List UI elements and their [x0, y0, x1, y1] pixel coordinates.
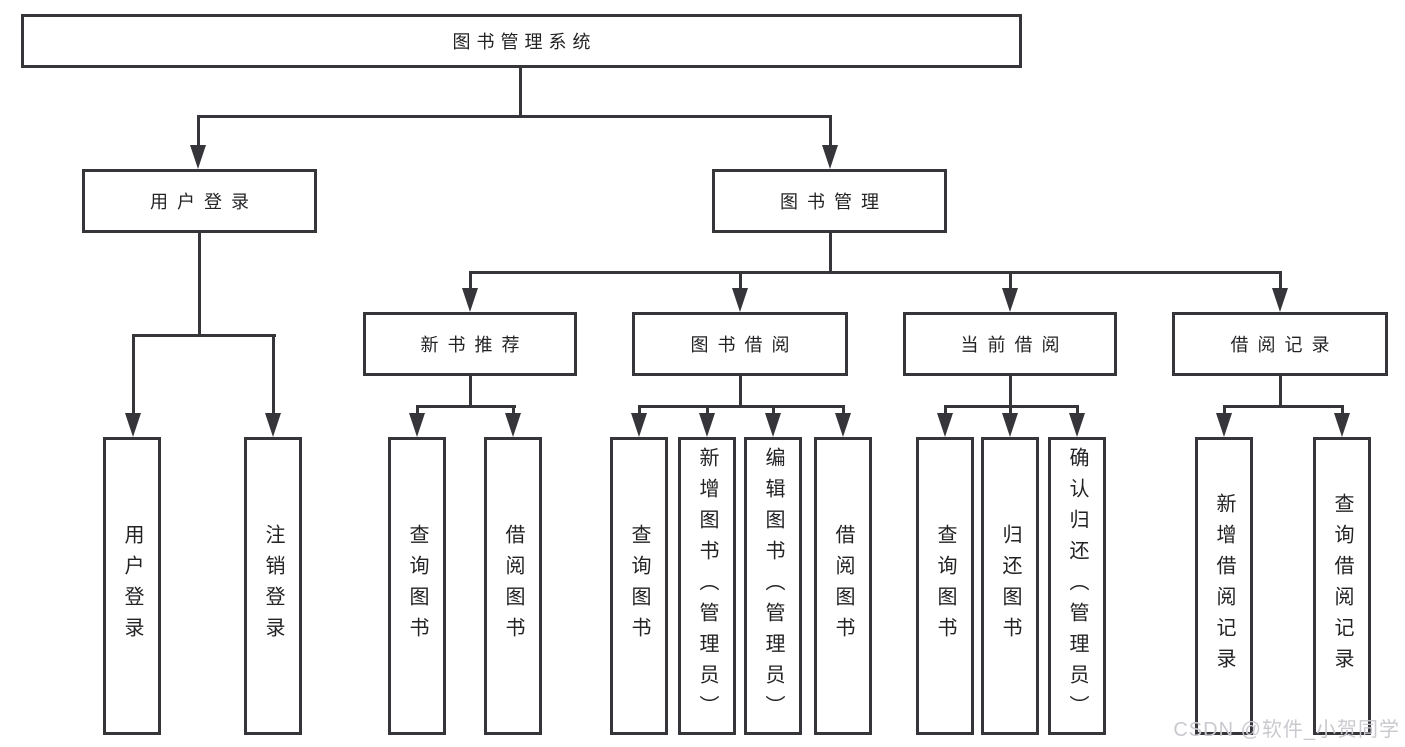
connector-hline: [469, 271, 1282, 274]
leaf-confirm-return-admin: 确认归还（管理员）: [1048, 437, 1106, 735]
connector-vline: [829, 231, 832, 274]
connector-vline: [512, 405, 515, 415]
leaf-logout: 注销登录: [244, 437, 302, 735]
arrowhead-down-icon: [1002, 413, 1018, 437]
arrowhead-down-icon: [125, 413, 141, 437]
leaf-user-login: 用户登录: [103, 437, 161, 735]
connector-vline: [1279, 374, 1282, 408]
connector-vline: [638, 405, 641, 415]
leaf-label: 新增图书（管理员）: [696, 446, 718, 726]
node-borrowing-records: 借阅记录: [1172, 312, 1388, 376]
connector-vline: [706, 405, 709, 415]
leaf-add-borrow-record: 新增借阅记录: [1195, 437, 1253, 735]
node-user-login: 用户登录: [82, 169, 317, 233]
node-book-management: 图书管理: [712, 169, 947, 233]
leaf-borrow-books-2: 借阅图书: [814, 437, 872, 735]
leaf-borrow-books-1: 借阅图书: [484, 437, 542, 735]
leaf-label: 查询借阅记录: [1331, 493, 1353, 679]
arrowhead-down-icon: [1002, 288, 1018, 312]
csdn-watermark: CSDN @软件_小贺同学: [1173, 719, 1400, 741]
connector-vline: [519, 66, 522, 118]
connector-vline: [829, 115, 832, 148]
leaf-label: 确认归还（管理员）: [1066, 446, 1088, 726]
leaf-edit-books-admin: 编辑图书（管理员）: [744, 437, 802, 735]
connector-vline: [1341, 405, 1344, 415]
arrowhead-down-icon: [265, 413, 281, 437]
connector-vline: [1223, 405, 1226, 415]
node-book-borrowing: 图书借阅: [632, 312, 848, 376]
connector-vline: [1009, 405, 1012, 415]
arrowhead-down-icon: [835, 413, 851, 437]
connector-vline: [1279, 271, 1282, 291]
leaf-label: 查询图书: [934, 524, 956, 648]
arrowhead-down-icon: [1334, 413, 1350, 437]
connector-vline: [469, 271, 472, 291]
leaf-label: 查询图书: [406, 524, 428, 648]
arrowhead-down-icon: [699, 413, 715, 437]
connector-hline: [132, 334, 276, 337]
node-new-book-recommend: 新书推荐: [363, 312, 577, 376]
connector-vline: [132, 334, 135, 416]
connector-vline: [739, 374, 742, 408]
leaf-label: 借阅图书: [832, 524, 854, 648]
connector-vline: [197, 115, 200, 148]
leaf-label: 归还图书: [999, 524, 1021, 648]
arrowhead-down-icon: [631, 413, 647, 437]
leaf-query-books-1: 查询图书: [388, 437, 446, 735]
connector-vline: [739, 271, 742, 291]
arrowhead-down-icon: [1272, 288, 1288, 312]
arrowhead-down-icon: [409, 413, 425, 437]
connector-vline: [198, 231, 201, 337]
leaf-query-borrow-record: 查询借阅记录: [1313, 437, 1371, 735]
node-root-library-management-system: 图书管理系统: [21, 14, 1022, 68]
connector-vline: [272, 334, 275, 416]
connector-vline: [944, 405, 947, 415]
arrowhead-down-icon: [937, 413, 953, 437]
connector-vline: [1009, 271, 1012, 291]
arrowhead-down-icon: [732, 288, 748, 312]
connector-vline: [842, 405, 845, 415]
leaf-label: 注销登录: [262, 524, 284, 648]
connector-vline: [772, 405, 775, 415]
arrowhead-down-icon: [190, 145, 206, 169]
connector-vline: [1076, 405, 1079, 415]
leaf-query-books-2: 查询图书: [610, 437, 668, 735]
connector-hline: [197, 115, 832, 118]
leaf-label: 借阅图书: [502, 524, 524, 648]
arrowhead-down-icon: [462, 288, 478, 312]
arrowhead-down-icon: [505, 413, 521, 437]
connector-vline: [469, 374, 472, 408]
connector-vline: [416, 405, 419, 415]
leaf-label: 新增借阅记录: [1213, 493, 1235, 679]
arrowhead-down-icon: [765, 413, 781, 437]
connector-hline: [1223, 405, 1344, 408]
arrowhead-down-icon: [822, 145, 838, 169]
node-current-borrowing: 当前借阅: [903, 312, 1117, 376]
connector-hline: [638, 405, 845, 408]
leaf-label: 编辑图书（管理员）: [762, 446, 784, 726]
leaf-label: 查询图书: [628, 524, 650, 648]
leaf-return-books: 归还图书: [981, 437, 1039, 735]
arrowhead-down-icon: [1216, 413, 1232, 437]
arrowhead-down-icon: [1069, 413, 1085, 437]
leaf-label: 用户登录: [121, 524, 143, 648]
leaf-query-books-3: 查询图书: [916, 437, 974, 735]
leaf-add-books-admin: 新增图书（管理员）: [678, 437, 736, 735]
connector-vline: [1009, 374, 1012, 408]
connector-hline: [416, 405, 516, 408]
